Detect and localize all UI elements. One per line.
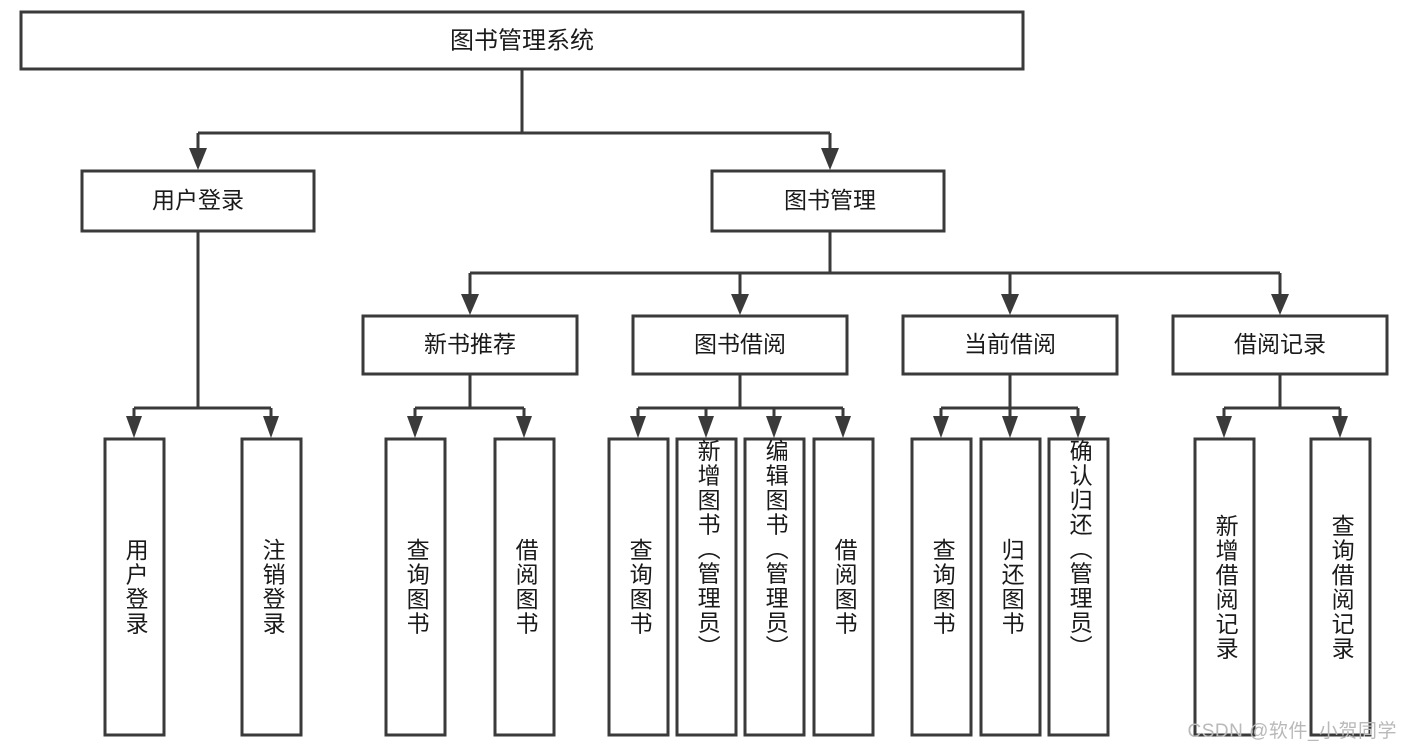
node-leaf-confirm-return-box[interactable]: [1047, 437, 1110, 737]
node-root-box[interactable]: [19, 10, 1025, 71]
arrowhead-leaf-query-book-c: [933, 416, 949, 438]
node-book-borrow-label: 图书借阅: [694, 331, 786, 357]
node-user-login-box[interactable]: [80, 169, 316, 233]
arrowhead-borrow-record: [1271, 294, 1289, 315]
node-new-book-rec[interactable]: 新书推荐: [361, 314, 579, 376]
node-leaf-user-login-box[interactable]: [103, 437, 166, 737]
arrowhead-user-login: [189, 148, 207, 170]
node-leaf-query-record-box[interactable]: [1309, 437, 1372, 737]
arrowhead-leaf-confirm-return: [1070, 416, 1086, 438]
arrowhead-leaf-return-book: [1002, 416, 1018, 438]
node-leaf-query-book-c-box[interactable]: [910, 437, 973, 737]
node-leaf-edit-book-box[interactable]: [743, 437, 806, 737]
arrowhead-leaf-query-record: [1332, 416, 1348, 438]
node-borrow-record-box[interactable]: [1171, 314, 1389, 376]
node-book-manage-label: 图书管理: [784, 187, 876, 213]
node-leaf-add-record-box[interactable]: [1193, 437, 1256, 737]
connector-group-book-manage: [461, 232, 1289, 315]
node-root-label: 图书管理系统: [450, 27, 594, 54]
arrowhead-new-book-rec: [461, 294, 479, 315]
node-new-book-rec-box[interactable]: [361, 314, 579, 376]
node-book-borrow-box[interactable]: [631, 314, 849, 376]
node-borrow-record-label: 借阅记录: [1234, 331, 1326, 357]
node-current-borrow-box[interactable]: [901, 314, 1119, 376]
connector-group-current-borrow: [933, 375, 1086, 438]
node-leaf-return-book-box[interactable]: [979, 437, 1042, 737]
node-leaf-query-book-a-box[interactable]: [384, 437, 447, 737]
arrowhead-leaf-add-record: [1216, 416, 1232, 438]
arrowhead-leaf-add-book: [698, 416, 714, 438]
arrowhead-leaf-user-login: [126, 416, 142, 438]
node-leaf-borrow-book-a-box[interactable]: [493, 437, 556, 737]
connector-group-borrow-record: [1216, 375, 1348, 438]
node-book-manage[interactable]: 图书管理: [710, 169, 946, 233]
node-root[interactable]: 图书管理系统: [19, 10, 1025, 71]
arrowhead-leaf-query-book-b: [630, 416, 646, 438]
arrowhead-leaf-query-book-a: [407, 416, 423, 438]
arrowhead-current-borrow: [1001, 294, 1019, 315]
arrowhead-book-manage: [821, 148, 839, 170]
node-current-borrow-label: 当前借阅: [964, 331, 1056, 357]
node-new-book-rec-label: 新书推荐: [424, 331, 516, 357]
node-user-login-label: 用户登录: [152, 187, 244, 213]
connector-group-new-book-rec: [407, 375, 532, 438]
arrowhead-leaf-logout: [263, 416, 279, 438]
watermark: CSDN @软件_小贺同学: [1187, 721, 1397, 742]
node-leaf-borrow-book-b-box[interactable]: [812, 437, 875, 737]
arrowhead-book-borrow: [731, 294, 749, 315]
arrowhead-leaf-borrow-book-b: [835, 416, 851, 438]
node-book-manage-box[interactable]: [710, 169, 946, 233]
arrowhead-leaf-borrow-book-a: [516, 416, 532, 438]
node-leaf-logout-box[interactable]: [240, 437, 303, 737]
node-user-login[interactable]: 用户登录: [80, 169, 316, 233]
arrowhead-leaf-edit-book: [766, 416, 782, 438]
node-leaf-add-book-box[interactable]: [675, 437, 738, 737]
connector-group-user-login: [126, 232, 279, 438]
node-leaf-query-book-b-box[interactable]: [607, 437, 670, 737]
node-book-borrow[interactable]: 图书借阅: [631, 314, 849, 376]
leaf-boxes: [103, 437, 1372, 737]
node-current-borrow[interactable]: 当前借阅: [901, 314, 1119, 376]
node-borrow-record[interactable]: 借阅记录: [1171, 314, 1389, 376]
connector-group-book-borrow: [630, 375, 851, 438]
connector-group-root: [189, 70, 839, 170]
